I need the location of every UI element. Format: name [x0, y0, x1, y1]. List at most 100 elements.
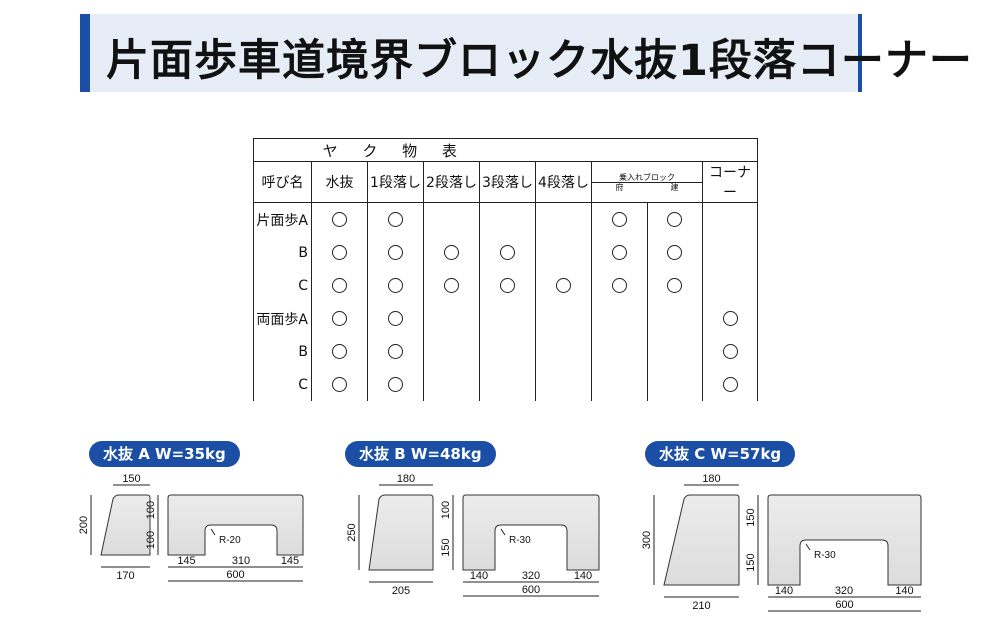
row-name: 両面歩A	[253, 302, 312, 335]
mark-circle	[388, 311, 403, 326]
table-cell	[311, 335, 368, 368]
dim-wtotal-2: 600	[835, 599, 853, 611]
table-cell	[423, 335, 480, 368]
mark-circle	[332, 245, 347, 260]
block-a-label: 水抜 A W=35kg	[89, 441, 240, 467]
table-cell	[702, 202, 758, 236]
dim-wleft-0: 145	[177, 555, 195, 567]
table-cell	[423, 302, 480, 335]
table-row: C	[253, 368, 758, 401]
radius-leader	[210, 528, 216, 536]
dim-fh1-1: 100	[440, 501, 452, 519]
table-cell	[535, 202, 592, 236]
block-section-2	[663, 494, 740, 586]
block-front-0	[167, 494, 304, 556]
dim-height-0: 200	[78, 516, 90, 534]
radius-leader	[500, 528, 506, 536]
mark-circle	[388, 212, 403, 227]
table-cell	[367, 302, 424, 335]
mark-circle	[722, 377, 738, 392]
title-bar: 片面歩車道境界ブロック水抜1段落コーナー	[80, 14, 972, 92]
table-cell	[367, 335, 424, 368]
dim-wright-2: 140	[895, 585, 913, 597]
mark-circle	[667, 245, 683, 260]
table-cell	[702, 335, 758, 368]
table-cell	[646, 236, 703, 269]
table-cell	[646, 335, 703, 368]
table-cell	[535, 236, 592, 269]
table-cell	[535, 302, 592, 335]
block-front-2	[767, 494, 922, 586]
dim-bottom-1: 205	[392, 585, 410, 597]
dim-height-2: 300	[641, 531, 653, 549]
table-row: B	[253, 335, 758, 368]
table-cell	[591, 269, 648, 302]
block-section-1	[368, 494, 434, 571]
block-section-0	[100, 494, 151, 556]
table-cell	[479, 202, 536, 236]
table-cell	[311, 302, 368, 335]
table-cell	[311, 202, 368, 236]
table-cell	[646, 202, 703, 236]
table-cell	[367, 368, 424, 401]
table-row: B	[253, 236, 758, 269]
header-5: 4段落し	[535, 161, 592, 203]
table-cell	[479, 302, 536, 335]
table-row: 片面歩A	[253, 202, 758, 236]
mark-circle	[332, 377, 347, 392]
header-sub: 建	[670, 182, 679, 192]
table-cell	[702, 368, 758, 401]
table-cell	[591, 302, 648, 335]
table-cell	[591, 236, 648, 269]
block-front-1	[462, 494, 600, 571]
dim-wright-0: 145	[281, 555, 299, 567]
table-cell	[591, 202, 648, 236]
header-3: 2段落し	[423, 161, 480, 203]
table-cell	[367, 236, 424, 269]
dim-wtotal-0: 600	[226, 569, 244, 581]
dim-wright-1: 140	[574, 570, 592, 582]
header-0: 呼び名	[253, 161, 312, 203]
title-accent-bar	[80, 14, 90, 92]
dim-wmid-2: 320	[835, 585, 853, 597]
table-cell	[702, 236, 758, 269]
header-sub: 府	[615, 182, 624, 192]
block-c-label: 水抜 C W=57kg	[645, 441, 796, 467]
radius-label-0: R-20	[219, 535, 241, 546]
table-cell	[423, 202, 480, 236]
mark-circle	[332, 311, 347, 326]
header-1: 水抜	[311, 161, 368, 203]
radius-label-2: R-30	[814, 550, 836, 561]
title-accent-bar-right	[858, 14, 862, 92]
mark-circle	[611, 212, 627, 227]
mark-circle	[332, 344, 347, 359]
table-cell	[535, 368, 592, 401]
header-noriire-label: 乗入れブロック	[619, 172, 675, 182]
dim-fh2-2: 150	[745, 553, 757, 571]
dim-top-2: 180	[702, 473, 720, 485]
table-cell	[311, 236, 368, 269]
mark-circle	[500, 278, 515, 293]
mark-circle	[388, 278, 403, 293]
radius-label-1: R-30	[509, 535, 531, 546]
dim-fh2-0: 100	[145, 531, 157, 549]
dim-wleft-1: 140	[470, 570, 488, 582]
row-name: C	[253, 269, 312, 302]
mark-circle	[667, 212, 683, 227]
mark-circle	[722, 311, 738, 326]
table-cell	[702, 269, 758, 302]
table-cell	[591, 368, 648, 401]
mark-circle	[388, 344, 403, 359]
mark-circle	[332, 212, 347, 227]
dim-height-1: 250	[346, 523, 358, 541]
table-cell	[479, 269, 536, 302]
table-cell	[311, 269, 368, 302]
dim-fh1-2: 150	[745, 508, 757, 526]
mark-circle	[444, 245, 459, 260]
table-row: C	[253, 269, 758, 302]
row-name: C	[253, 368, 312, 401]
mark-circle	[388, 245, 403, 260]
header-noriire: 乗入れブロック府 建	[591, 161, 703, 203]
table-cell	[367, 202, 424, 236]
